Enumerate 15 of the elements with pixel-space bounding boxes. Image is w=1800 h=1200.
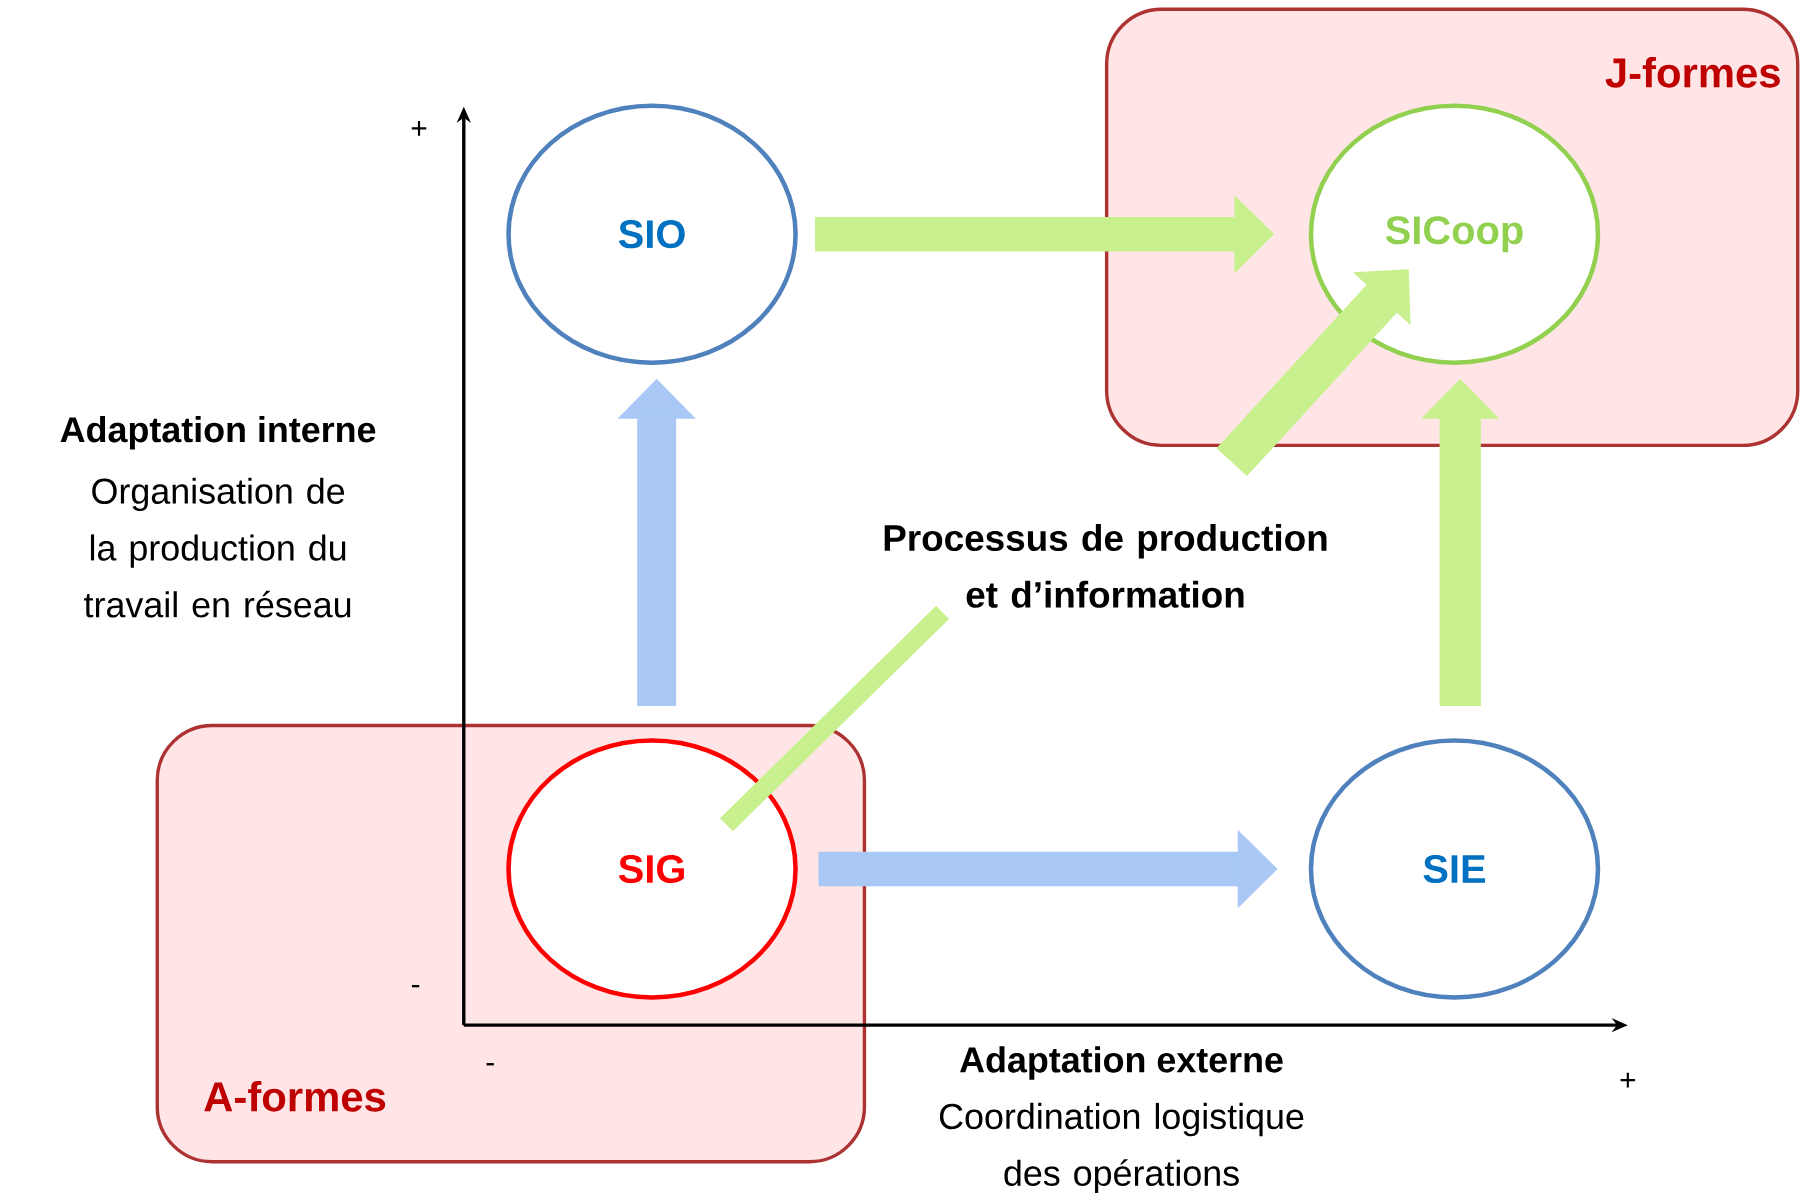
axis-sign: - xyxy=(411,985,420,988)
axis-description: Organisation de la production du travail en réseau xyxy=(84,477,351,618)
circle-node: SIG xyxy=(506,738,798,1000)
axis-description: Coordination logistique des opérations xyxy=(939,1103,1304,1194)
circle-node: SIE xyxy=(1308,738,1601,1000)
axis-sign: + xyxy=(1620,1072,1636,1088)
axis-title: Adaptation interne xyxy=(60,416,376,450)
axis-sign: + xyxy=(411,121,427,136)
circle-node: SICoop xyxy=(1308,103,1601,366)
axis-title: Adaptation externe xyxy=(960,1046,1283,1080)
leader-line xyxy=(719,606,949,832)
callout-text: Processus de production et d’information xyxy=(884,524,1327,609)
block-arrow xyxy=(1216,269,1411,477)
circle-node: SIO xyxy=(506,103,798,366)
axis-sign: - xyxy=(486,1063,494,1066)
